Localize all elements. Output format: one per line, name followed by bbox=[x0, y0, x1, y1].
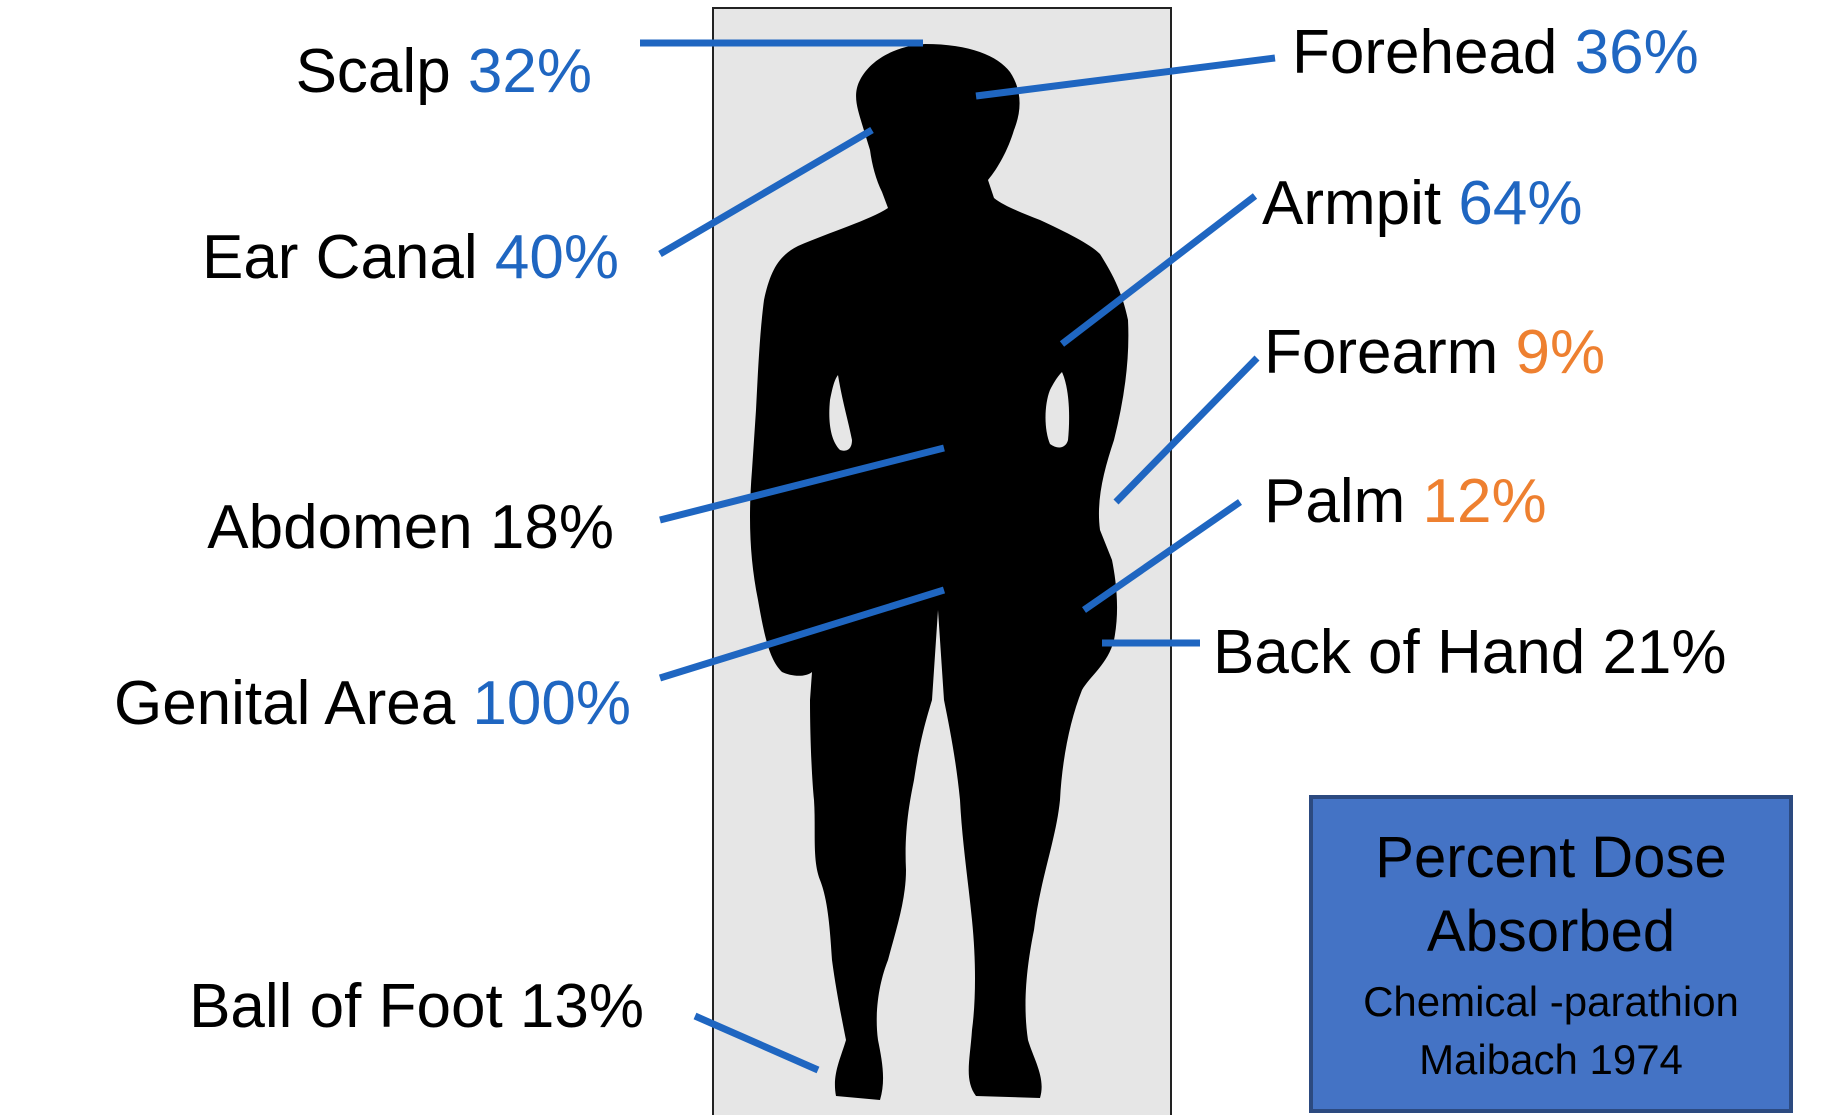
region-label-forehead: Forehead 36% bbox=[1292, 22, 1699, 84]
region-value: 18% bbox=[490, 493, 614, 562]
region-name: Ear Canal bbox=[202, 223, 478, 292]
region-name: Back of Hand bbox=[1213, 618, 1585, 687]
region-value: 9% bbox=[1516, 318, 1606, 387]
legend-title: Percent Dose Absorbed bbox=[1313, 821, 1789, 969]
region-value: 12% bbox=[1423, 467, 1547, 536]
legend-box: Percent Dose Absorbed Chemical -parathio… bbox=[1309, 795, 1793, 1113]
region-label-palm: Palm 12% bbox=[1264, 471, 1547, 533]
region-name: Palm bbox=[1264, 467, 1405, 536]
region-label-ball-of-foot: Ball of Foot 13% bbox=[189, 976, 644, 1038]
region-label-ear-canal: Ear Canal 40% bbox=[202, 227, 619, 289]
region-value: 21% bbox=[1602, 618, 1726, 687]
region-name: Ball of Foot bbox=[189, 972, 503, 1041]
region-label-back-of-hand: Back of Hand 21% bbox=[1213, 622, 1727, 684]
region-label-scalp: Scalp 32% bbox=[296, 41, 592, 103]
region-name: Genital Area bbox=[114, 669, 455, 738]
region-name: Scalp bbox=[296, 37, 451, 106]
region-value: 100% bbox=[472, 669, 631, 738]
region-label-genital-area: Genital Area 100% bbox=[114, 673, 631, 735]
legend-subtitle: Chemical -parathion Maibach 1974 bbox=[1313, 973, 1789, 1089]
region-value: 32% bbox=[468, 37, 592, 106]
region-name: Armpit bbox=[1262, 169, 1441, 238]
region-label-forearm: Forearm 9% bbox=[1264, 322, 1605, 384]
legend-chemical: Chemical -parathion bbox=[1313, 973, 1789, 1031]
region-label-abdomen: Abdomen 18% bbox=[207, 497, 614, 559]
region-value: 36% bbox=[1575, 18, 1699, 87]
region-value: 40% bbox=[495, 223, 619, 292]
region-value: 13% bbox=[520, 972, 644, 1041]
region-name: Forearm bbox=[1264, 318, 1498, 387]
region-name: Abdomen bbox=[207, 493, 472, 562]
region-label-armpit: Armpit 64% bbox=[1262, 173, 1582, 235]
legend-source: Maibach 1974 bbox=[1313, 1031, 1789, 1089]
region-value: 64% bbox=[1458, 169, 1582, 238]
legend-title-line1: Percent Dose bbox=[1313, 821, 1789, 895]
region-name: Forehead bbox=[1292, 18, 1557, 87]
legend-title-line2: Absorbed bbox=[1313, 895, 1789, 969]
